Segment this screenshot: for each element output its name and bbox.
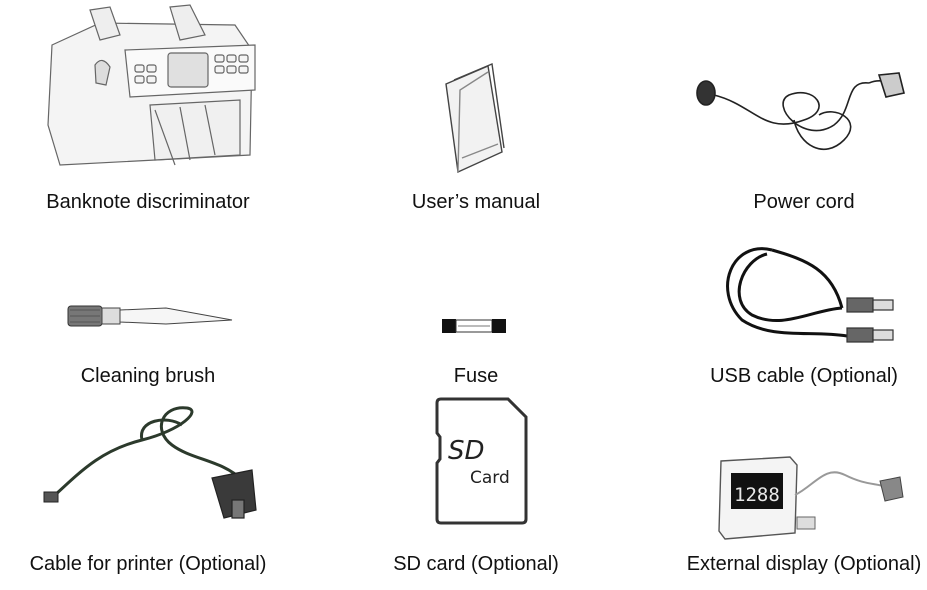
caption-banknote-discriminator: Banknote discriminator: [46, 191, 250, 213]
sd-card-illustration: SD Card: [435, 397, 528, 525]
caption-users-manual: User’s manual: [411, 191, 541, 213]
banknote-discriminator-image: [40, 4, 265, 175]
external-display-illustration: 1288: [718, 456, 904, 540]
caption-power-cord: Power cord: [753, 191, 855, 213]
caption-sd-card: SD card (Optional): [393, 553, 559, 575]
cleaning-brush-image: [66, 298, 234, 334]
sd-card-title: SD: [448, 436, 485, 466]
fuse-illustration: [442, 319, 506, 333]
manual-booklet-illustration: [445, 63, 505, 174]
usb-cable-image: [712, 240, 897, 348]
power-cord-image: [694, 65, 909, 175]
users-manual-image: [440, 62, 510, 177]
caption-fuse: Fuse: [453, 365, 499, 387]
display-digits: 1288: [734, 484, 780, 506]
banknote-discriminator-illustration: [47, 4, 256, 166]
printer-cable-image: [42, 400, 260, 530]
external-display-image: 1288: [715, 455, 905, 545]
brush-illustration: [67, 305, 233, 327]
caption-cleaning-brush: Cleaning brush: [80, 365, 216, 387]
sd-card-image: SD Card: [434, 397, 530, 525]
caption-printer-cable: Cable for printer (Optional): [29, 553, 267, 575]
caption-external-display: External display (Optional): [686, 553, 922, 575]
power-cord-illustration: [696, 72, 905, 151]
usb-cable-illustration: [726, 247, 894, 343]
serial-cable-illustration: [43, 406, 257, 519]
fuse-image: [441, 317, 507, 335]
caption-usb-cable: USB cable (Optional): [710, 365, 898, 387]
sd-card-subtitle: Card: [470, 468, 510, 488]
